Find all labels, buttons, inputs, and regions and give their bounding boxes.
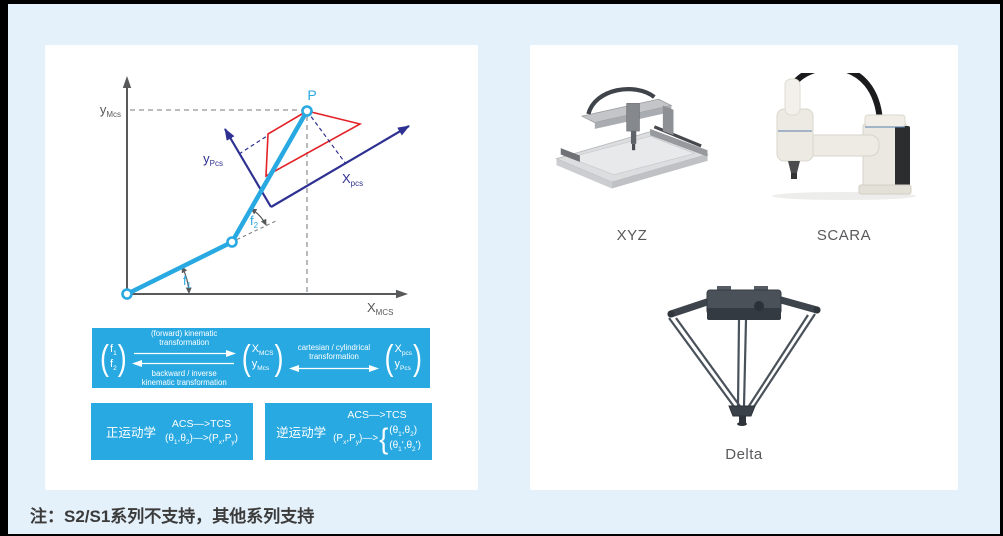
inverse-kinematics-box: 逆运动学 ACS—>TCS (Px,Py)—> { (θ1,θ2) (θ1',θ… xyxy=(265,403,432,460)
link1-extension-dashed xyxy=(236,219,279,240)
kinematics-panel: yMcs XMCS yPcs Xpcs P f1 f2 ( f1 f2 ) (f… xyxy=(45,45,478,490)
forward-kinematics-box: 正运动学 ACS—>TCS (θ1,θ2)—>(Px,Py) xyxy=(91,403,253,460)
forward-acs-tcs: ACS—>TCS xyxy=(171,417,232,430)
y-mcs-axis-label: yMcs xyxy=(100,102,121,119)
robot-arm-joints xyxy=(121,105,313,300)
angle-f1-label: f1 xyxy=(183,273,192,290)
forward-kinematics-formula: (θ1,θ2)—>(Px,Py) xyxy=(165,432,238,446)
xyz-robot-figure: XYZ xyxy=(542,80,722,244)
scara-robot-figure: SCARA xyxy=(748,73,940,244)
delta-label: Delta xyxy=(725,446,763,463)
angle-f2-label: f2 xyxy=(250,213,259,230)
delta-robot-figure: Delta xyxy=(648,278,840,463)
transformation-chain-box: ( f1 f2 ) (forward) kinematic transforma… xyxy=(92,328,430,388)
xyz-robot-illustration xyxy=(555,87,709,189)
forward-arrow-icon xyxy=(134,350,237,357)
kinematics-coordinate-diagram: yMcs XMCS yPcs Xpcs P f1 f2 xyxy=(100,76,410,317)
x-pcs-axis-label: Xpcs xyxy=(342,171,363,188)
pcs-vector: ( Xpcs yPcs ) xyxy=(384,337,422,377)
xyz-label: XYZ xyxy=(616,227,648,244)
robot-types-panel: XYZ SCARA xyxy=(530,45,958,490)
y-pcs-axis-label: yPcs xyxy=(203,151,223,168)
backward-arrow-icon xyxy=(132,360,235,367)
forward-kinematics-title: 正运动学 xyxy=(106,426,157,440)
mcs-axes xyxy=(122,76,408,299)
joint-vector: ( f1 f2 ) xyxy=(100,337,127,377)
double-arrow-icon xyxy=(288,365,379,373)
red-tool-contour xyxy=(265,110,363,178)
note-text: 注：S2/S1系列不支持，其他系列支持 xyxy=(30,507,315,526)
scara-label: SCARA xyxy=(816,227,872,244)
scara-robot-illustration xyxy=(772,73,916,200)
mcs-vector: ( XMCS yMcs ) xyxy=(241,337,284,377)
delta-robot-illustration xyxy=(667,286,821,426)
pcs-axes xyxy=(224,125,410,208)
inverse-kinematics-title: 逆运动学 xyxy=(276,426,327,440)
x-mcs-axis-label: XMCS xyxy=(367,300,393,317)
point-p-label: P xyxy=(307,87,316,103)
inverse-acs-tcs: ACS—>TCS xyxy=(347,408,407,421)
inverse-kinematics-formula: (Px,Py)—> { (θ1,θ2) (θ1',θ2') xyxy=(333,422,421,455)
pcs-dashed-lines xyxy=(238,110,347,165)
cartesian-transformation-arrow: cartesian / cylindrical transformation xyxy=(288,343,379,373)
kinematic-transformation-arrows: (forward) kinematic transformation backw… xyxy=(132,329,237,387)
projection-dashed-lines xyxy=(130,109,308,293)
